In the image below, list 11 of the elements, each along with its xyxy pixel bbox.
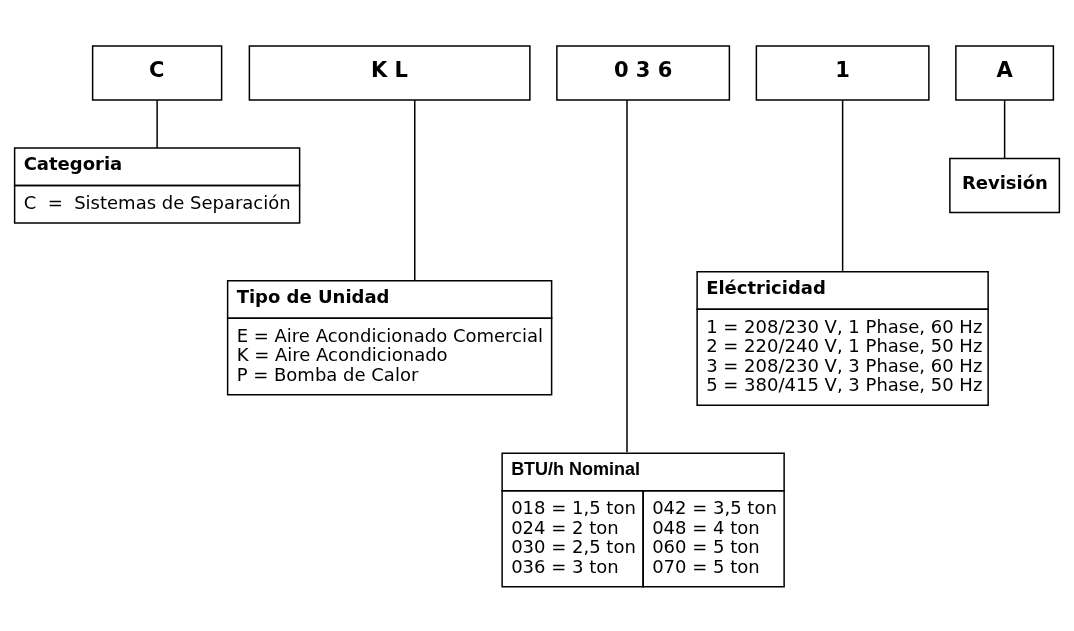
connector: [626, 99, 628, 453]
node-box: K L: [248, 44, 531, 101]
connector: [1003, 99, 1006, 159]
connector: [156, 99, 158, 149]
node-box: C: [91, 44, 223, 101]
connector: [841, 99, 844, 272]
node-box: 1: [755, 44, 930, 101]
node-box: Revisión: [949, 157, 1061, 213]
connector: [414, 99, 416, 281]
node-box: 0 3 6: [556, 44, 731, 101]
node-box: A: [955, 44, 1055, 101]
